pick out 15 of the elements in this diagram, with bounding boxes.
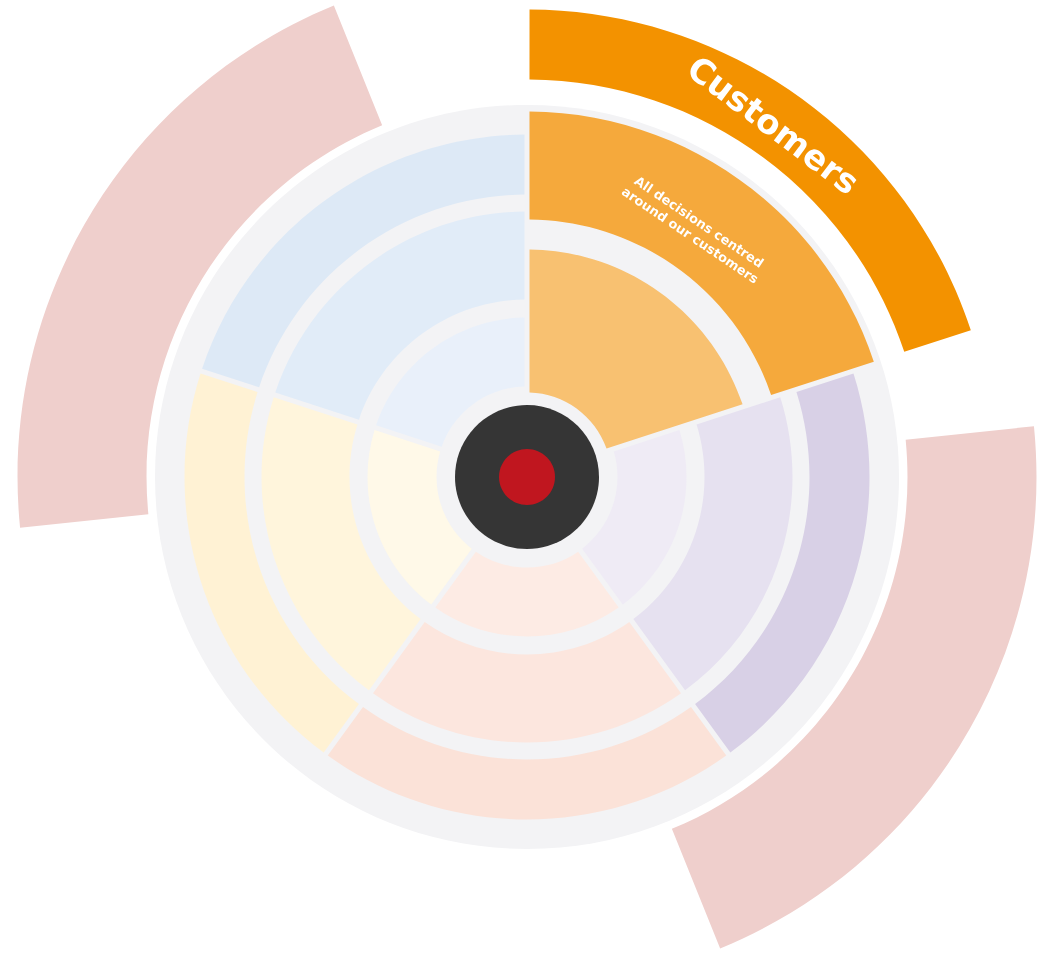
ring-segment [695,373,870,753]
ring-segment [582,430,687,605]
ring-segment [327,707,727,820]
ring-segment [373,622,681,743]
ring-segment [633,397,793,691]
ring-segment [671,426,1037,949]
ring-segment [202,134,525,388]
ring-segment [529,9,971,352]
ring-segment [376,317,525,447]
ring-segment [367,430,472,605]
hub-circle [455,405,599,549]
ring-segment [17,5,383,528]
ring-segment [261,397,421,691]
ring-segment [275,211,525,420]
ring-segment [184,373,359,753]
